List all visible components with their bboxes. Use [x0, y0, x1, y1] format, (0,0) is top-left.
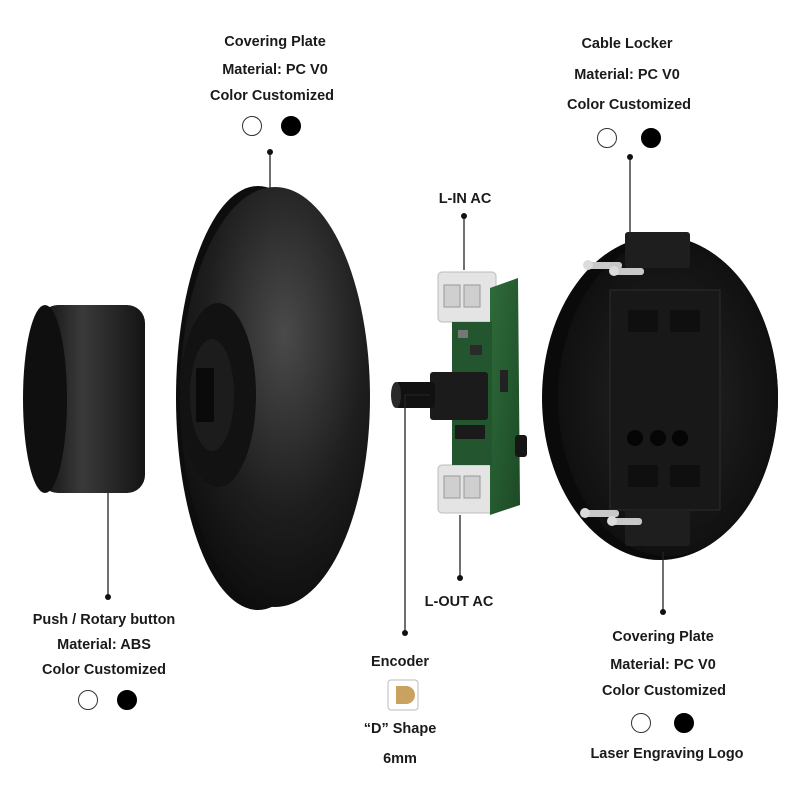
- front-covering-plate: [176, 186, 370, 610]
- black-color-option[interactable]: [674, 713, 694, 733]
- white-color-option[interactable]: [242, 116, 262, 136]
- terminal-out-label: L-OUT AC: [424, 594, 494, 610]
- white-color-option[interactable]: [597, 128, 617, 148]
- black-color-option[interactable]: [117, 690, 137, 710]
- white-color-option[interactable]: [78, 690, 98, 710]
- black-color-option[interactable]: [281, 116, 301, 136]
- encoder-shape: “D” Shape: [363, 721, 437, 737]
- covering-plate-top-material: Material: PC V0: [222, 62, 328, 78]
- cable-locker-color: Color Customized: [566, 97, 692, 113]
- laser-engraving-note: Laser Engraving Logo: [590, 746, 744, 762]
- black-color-option[interactable]: [641, 128, 661, 148]
- encoder-d-shape-icon: [387, 679, 419, 711]
- cable-screws: [580, 260, 644, 526]
- cable-locker-material: Material: PC V0: [574, 67, 680, 83]
- covering-plate-top-color: Color Customized: [209, 88, 335, 104]
- button-material: Material: ABS: [57, 637, 151, 653]
- terminal-in-label: L-IN AC: [438, 191, 492, 207]
- rotary-knob: [23, 305, 145, 493]
- encoder-title: Encoder: [370, 654, 430, 670]
- covering-plate-bottom-title: Covering Plate: [612, 629, 714, 645]
- covering-plate-bottom-color: Color Customized: [601, 683, 727, 699]
- back-cable-locker-plate: [542, 232, 778, 560]
- covering-plate-bottom-material: Material: PC V0: [610, 657, 716, 673]
- cable-locker-title: Cable Locker: [581, 36, 673, 52]
- button-title: Push / Rotary button: [32, 612, 176, 628]
- white-color-option[interactable]: [631, 713, 651, 733]
- leader-lines: [107, 152, 664, 633]
- button-color: Color Customized: [41, 662, 167, 678]
- leader-encoder: [404, 394, 430, 633]
- covering-plate-top-title: Covering Plate: [224, 34, 326, 50]
- leader-dots: [105, 149, 666, 636]
- encoder-size: 6mm: [383, 751, 417, 767]
